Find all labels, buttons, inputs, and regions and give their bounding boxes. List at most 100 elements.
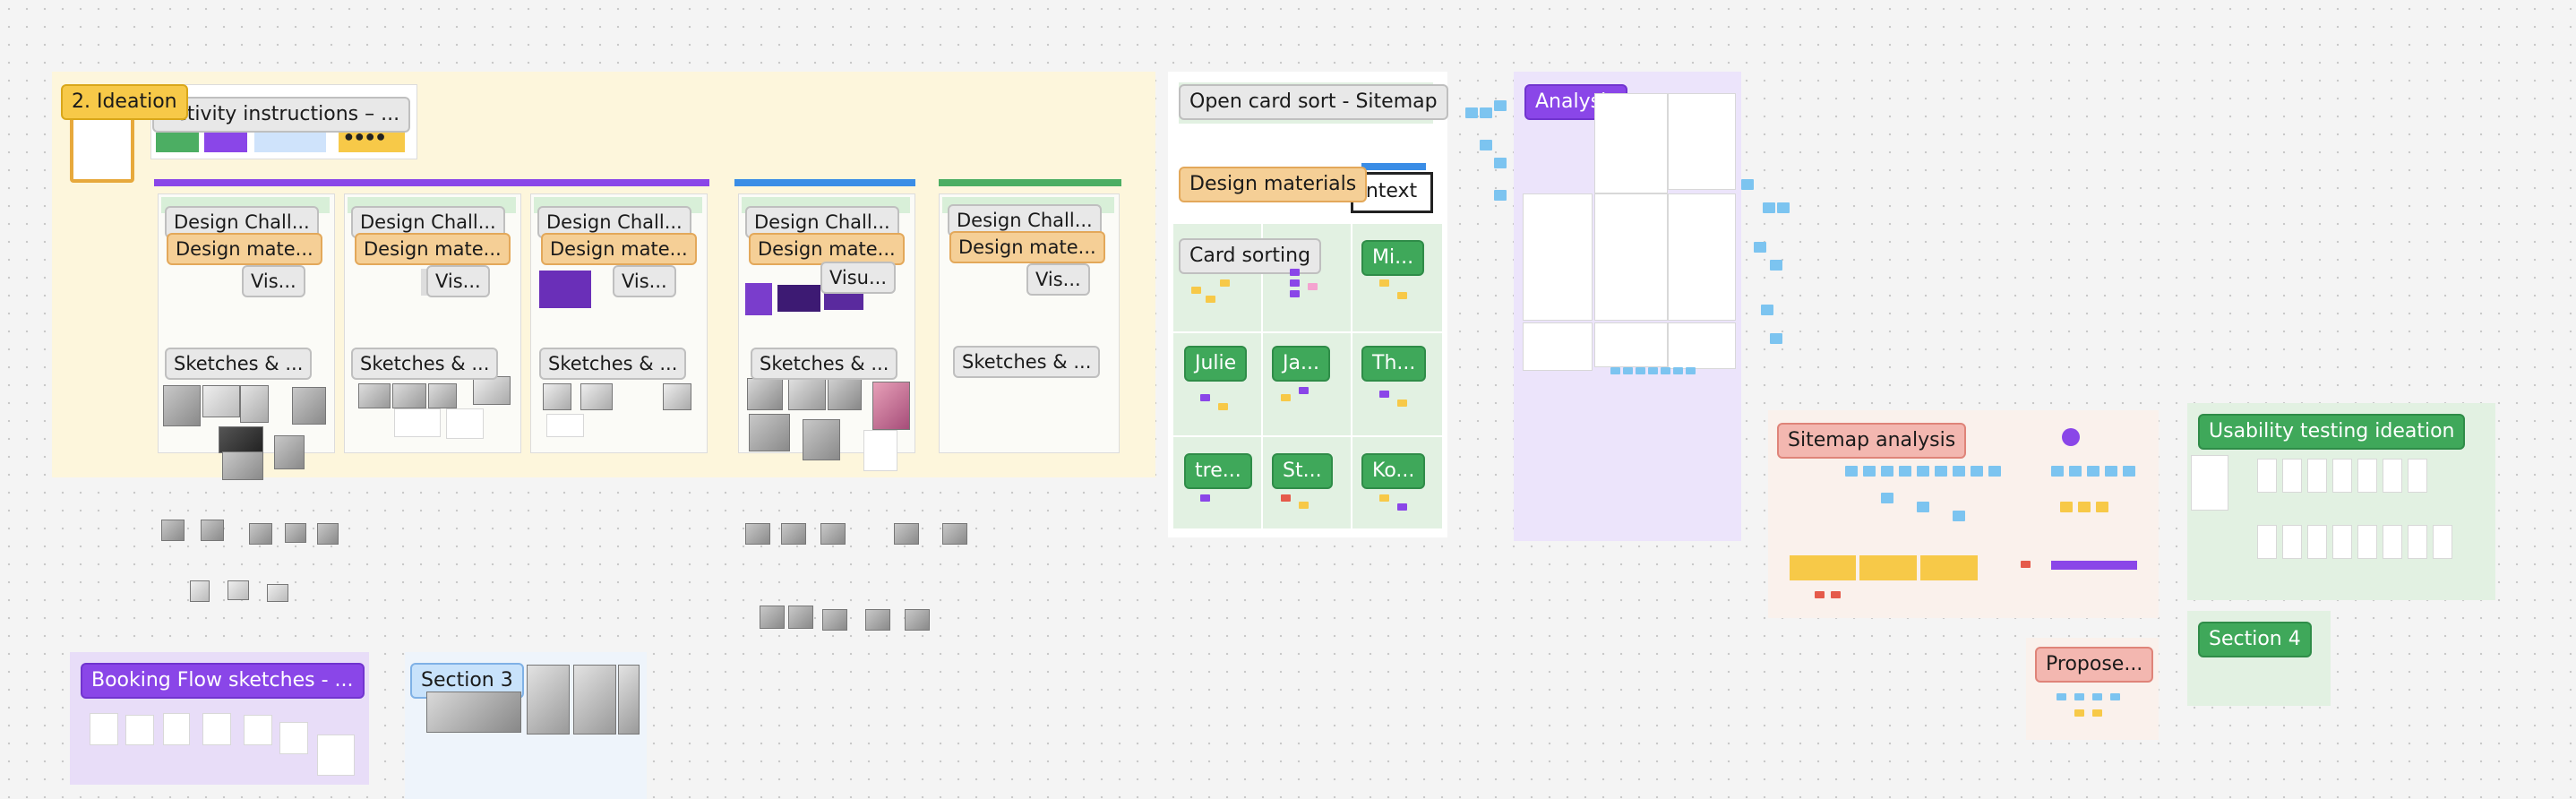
sticky-note[interactable] [2051, 466, 2064, 477]
sticky-note[interactable] [1220, 279, 1230, 287]
section3-photo[interactable] [527, 665, 570, 735]
sticky-note[interactable] [2087, 466, 2099, 477]
usability-screen[interactable] [2257, 525, 2277, 559]
sticky-note[interactable] [1308, 283, 1318, 290]
sticky-note[interactable] [1815, 591, 1825, 598]
sticky-note[interactable] [1218, 403, 1228, 410]
card-group-st[interactable]: St... [1272, 453, 1333, 489]
usability-doc[interactable] [2191, 455, 2228, 511]
usability-screen[interactable] [2307, 525, 2327, 559]
booking-sketch[interactable] [202, 713, 231, 745]
sketch-photo[interactable] [580, 383, 613, 410]
booking-sketch[interactable] [279, 722, 308, 754]
sticky-note[interactable] [1686, 367, 1696, 374]
col1-materials-label[interactable]: Design mate... [167, 233, 322, 265]
sitemap-purple-node[interactable] [2062, 428, 2080, 446]
sticky-note[interactable] [1397, 292, 1407, 299]
sticky-note[interactable] [2096, 502, 2108, 512]
sticky-note[interactable] [2123, 466, 2135, 477]
sketch-photo[interactable] [292, 387, 326, 425]
thumbnail[interactable] [820, 523, 846, 545]
usability-screen[interactable] [2257, 459, 2277, 493]
sticky-note[interactable] [1761, 305, 1773, 315]
card-sorting-label[interactable]: Card sorting [1179, 238, 1322, 274]
sticky-note[interactable] [1281, 494, 1291, 502]
section3-photo[interactable] [618, 665, 640, 735]
sketch-doc[interactable] [863, 430, 897, 471]
sketch-photo[interactable] [543, 383, 571, 410]
sticky-note[interactable] [1831, 591, 1841, 598]
sticky-note[interactable] [1480, 140, 1492, 150]
sticky-note[interactable] [1290, 290, 1300, 297]
usability-screen[interactable] [2282, 459, 2302, 493]
sticky-note[interactable] [1863, 466, 1876, 477]
col2-sketches-label[interactable]: Sketches & ... [351, 348, 499, 380]
sketch-photo[interactable] [747, 378, 783, 410]
propose-label[interactable]: Propose... [2035, 647, 2154, 683]
col1-sketches-label[interactable]: Sketches & ... [165, 348, 313, 380]
sticky-note[interactable] [1379, 279, 1389, 287]
thumbnail[interactable] [161, 520, 185, 541]
sticky-note[interactable] [1494, 100, 1507, 111]
sticky-note[interactable] [1465, 107, 1478, 118]
sticky-note[interactable] [2092, 693, 2102, 700]
sticky-note[interactable] [1881, 493, 1893, 503]
sketch-photo[interactable] [219, 426, 263, 453]
sticky-note[interactable] [1770, 260, 1782, 271]
sticky-note[interactable] [2060, 502, 2073, 512]
section3-label[interactable]: Section 3 [410, 663, 524, 699]
activity-instructions-label[interactable]: Activity instructions – ... [152, 97, 411, 133]
sticky-note[interactable] [1480, 107, 1492, 118]
thumbnail[interactable] [267, 584, 288, 602]
sketch-photo[interactable] [392, 383, 426, 408]
sticky-note[interactable] [2069, 466, 2082, 477]
sketch-photo[interactable] [240, 385, 269, 423]
analysis-doc[interactable] [1523, 322, 1593, 371]
col3-sketches-label[interactable]: Sketches & ... [539, 348, 687, 380]
sticky-note[interactable] [1636, 367, 1645, 374]
sketch-doc[interactable] [446, 408, 484, 439]
col5-vis-label[interactable]: Vis... [1026, 263, 1090, 296]
sketch-photo[interactable] [473, 376, 511, 405]
usability-testing-label[interactable]: Usability testing ideation [2198, 414, 2466, 450]
sticky-note[interactable] [1200, 394, 1210, 401]
sticky-note[interactable] [1290, 279, 1300, 287]
card-group-julie[interactable]: Julie [1184, 346, 1248, 382]
sketch-photo[interactable] [202, 385, 240, 417]
card-group-tre[interactable]: tre... [1184, 453, 1252, 489]
thumbnail[interactable] [865, 609, 890, 631]
sketch-photo[interactable] [749, 414, 790, 451]
usability-screen[interactable] [2383, 525, 2402, 559]
sketch-photo[interactable] [163, 385, 201, 426]
sticky-note[interactable] [1845, 466, 1858, 477]
sticky-note[interactable] [1777, 202, 1790, 213]
section3-photo[interactable] [573, 665, 616, 735]
sketch-photo[interactable] [828, 378, 862, 410]
sitemap-purple-row[interactable] [2051, 561, 2137, 570]
sketch-photo[interactable] [222, 451, 263, 480]
thumbnail[interactable] [285, 523, 306, 543]
sketch-photo[interactable] [872, 382, 910, 430]
sticky-note[interactable] [1281, 394, 1291, 401]
open-card-sort-label[interactable]: Open card sort - Sitemap [1179, 84, 1448, 120]
sticky-note[interactable] [1881, 466, 1893, 477]
analysis-doc[interactable] [1594, 322, 1668, 367]
sticky-note[interactable] [1988, 466, 2001, 477]
booking-sketch[interactable] [125, 715, 154, 745]
sketch-doc[interactable] [546, 414, 584, 437]
thumbnail[interactable] [781, 523, 806, 545]
sketch-photo[interactable] [428, 383, 457, 408]
sticky-note[interactable] [1971, 466, 1983, 477]
sticky-note[interactable] [1610, 367, 1620, 374]
card-group-th[interactable]: Th... [1361, 346, 1427, 382]
usability-screen[interactable] [2307, 459, 2327, 493]
booking-sketch[interactable] [90, 713, 118, 745]
sticky-note[interactable] [1754, 242, 1766, 253]
sticky-note[interactable] [2110, 693, 2120, 700]
col2-materials-label[interactable]: Design mate... [355, 233, 511, 265]
sticky-note[interactable] [1299, 387, 1309, 394]
thumbnail[interactable] [822, 609, 847, 631]
sticky-note[interactable] [1397, 400, 1407, 407]
thumbnail[interactable] [894, 523, 919, 545]
design-materials-label[interactable]: Design materials [1179, 167, 1368, 202]
